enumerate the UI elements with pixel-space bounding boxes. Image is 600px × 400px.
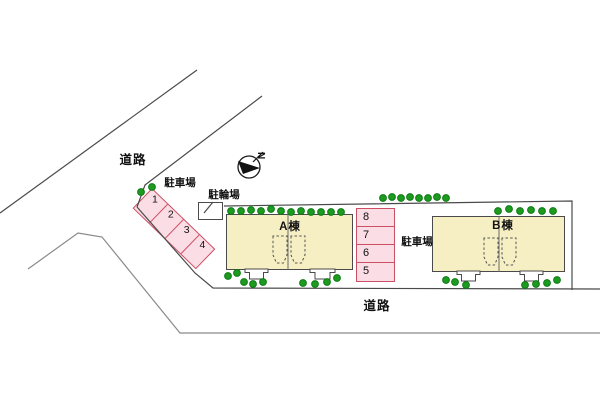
tree-icon <box>516 207 524 215</box>
tree-icon <box>415 194 423 202</box>
entrance-porch <box>244 268 269 280</box>
tree-icon <box>397 194 405 202</box>
parking-stall-6: 6 <box>357 245 394 263</box>
tree-icon <box>532 280 540 288</box>
tree-icon <box>240 278 248 286</box>
tree-icon <box>538 207 546 215</box>
tree-icon <box>406 193 414 201</box>
tree-icon <box>543 279 551 287</box>
tree-icon <box>323 278 331 286</box>
road-nw-outer-edge <box>0 69 198 214</box>
tree-icon <box>259 278 267 286</box>
bicycle-parking-pad <box>198 202 223 220</box>
tree-icon <box>299 279 307 287</box>
tree-icon <box>137 188 145 196</box>
building-a-label: A棟 <box>279 221 301 233</box>
tree-icon <box>333 274 341 282</box>
parking-stall-number: 1 <box>152 193 159 206</box>
entrance-porch <box>519 270 544 282</box>
tree-icon <box>311 280 319 288</box>
parking-label-northwest: 駐車場 <box>164 177 196 189</box>
tree-icon <box>224 272 232 280</box>
building-b-label: B棟 <box>492 220 514 232</box>
entrance-porch <box>456 270 481 282</box>
parking-stall-number: 2 <box>167 208 174 221</box>
tree-icon <box>462 281 470 289</box>
parking-stall-number: 3 <box>183 223 190 236</box>
tree-icon <box>424 194 432 202</box>
tree-icon <box>267 205 275 213</box>
compass-north-label: N <box>255 152 266 159</box>
tree-icon <box>388 193 396 201</box>
parking-stall-number: 4 <box>199 239 206 252</box>
tree-icon <box>549 207 557 215</box>
tree-icon <box>249 280 257 288</box>
parking-stall-5: 5 <box>363 265 370 277</box>
bicycle-parking-label: 駐輪場 <box>208 189 240 201</box>
tree-icon <box>442 276 450 284</box>
road-label-south: 道路 <box>363 299 391 313</box>
tree-icon <box>379 194 387 202</box>
entrance-porch <box>309 268 336 280</box>
road-label-northwest: 道路 <box>119 153 147 167</box>
compass-icon: N <box>237 151 266 179</box>
tree-icon <box>521 281 529 289</box>
tree-icon <box>442 194 450 202</box>
tree-icon <box>505 205 513 213</box>
parking-label-middle: 駐車場 <box>401 236 433 248</box>
parking-stall-8: 8 <box>357 209 394 227</box>
tree-icon <box>494 207 502 215</box>
tree-icon <box>233 269 241 277</box>
tree-icon <box>247 206 255 214</box>
road-nw-inner-edge <box>136 95 263 208</box>
tree-icon <box>553 276 561 284</box>
parking-stall-7: 7 <box>357 227 394 245</box>
tree-icon <box>433 193 441 201</box>
tree-icon <box>451 278 459 286</box>
tree-icon <box>527 206 535 214</box>
